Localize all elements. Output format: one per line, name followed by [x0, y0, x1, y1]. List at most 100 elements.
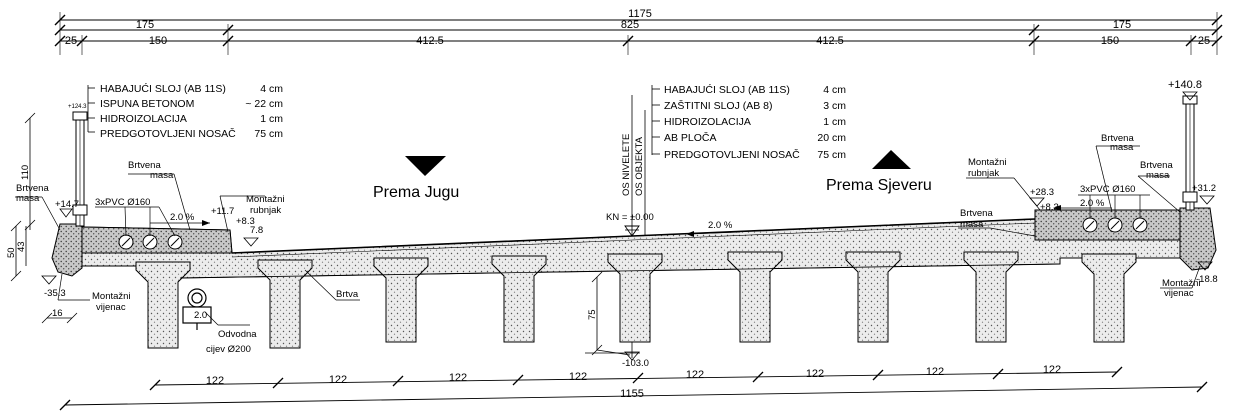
label-slope-left: 2.0 % — [170, 212, 195, 223]
left-leaders — [15, 173, 360, 326]
label-rubnjak-right-b: rubnjak — [968, 168, 999, 179]
label-rubnjak-right-a: Montažni — [968, 157, 1007, 168]
label-vijenac-right-b: vijenac — [1164, 288, 1194, 299]
top-dimensions — [54, 12, 1223, 55]
dim-spacing-8: 122 — [1043, 364, 1061, 376]
pipe-drop-label: 2.0 — [194, 310, 207, 321]
elev-left-edge: +14.7 — [55, 199, 79, 210]
layer-right-5-name: PREDGOTOVLJENI NOSAČ — [664, 148, 800, 161]
elev-left-curb2: +8.3 — [236, 216, 255, 227]
label-slope-center: 2.0 % — [708, 220, 733, 231]
south-direction-arrow-icon — [405, 156, 446, 176]
layer-left-4-name: PREDGOTOVLJENI NOSAČ — [100, 127, 236, 140]
label-vijenac-left-b: vijenac — [96, 302, 126, 313]
label-pipes-right: 3xPVC Ø160 — [1080, 184, 1135, 195]
label-vijenac-left-a: Montažni — [92, 291, 131, 302]
elev-left-bottom: -35.3 — [44, 288, 66, 299]
girder-flanges — [179, 263, 1061, 279]
dim-spacing-6: 122 — [806, 368, 824, 380]
right-pipes — [1082, 217, 1148, 233]
dim-right-cap: 175 — [1113, 19, 1131, 31]
label-brtvena-right2-a: Brtvena — [1140, 160, 1173, 171]
girder-depth-dim — [585, 271, 640, 356]
layer-right-1-value: 4 cm — [823, 84, 846, 96]
label-brtvena-right3-b: masa — [960, 219, 984, 230]
dim-left-height: 110 — [20, 165, 31, 180]
layer-left-4-value: 75 cm — [254, 128, 283, 140]
dim-left-height2: 50 — [6, 247, 17, 258]
layer-right-3-name: HIDROIZOLACIJA — [664, 116, 751, 128]
layer-left-3-value: 1 cm — [260, 113, 283, 125]
dim-spacing-1: 122 — [206, 375, 224, 387]
dim-spacing-5: 122 — [686, 369, 704, 381]
label-vijenac-right-a: Montažni — [1162, 278, 1201, 289]
elev-right-top-rail: +140.8 — [1168, 79, 1202, 91]
left-pipes — [118, 234, 183, 250]
label-odvodna-a: Odvodna — [218, 329, 257, 340]
axis-objekta-label: OS OBJEKTA — [634, 136, 645, 196]
elev-center-bottom: -103.0 — [622, 358, 649, 369]
dim-right-inner: 150 — [1101, 35, 1119, 47]
dim-spacing-2: 122 — [329, 374, 347, 386]
layer-right-3-value: 1 cm — [823, 116, 846, 128]
dim-cornice-width: 16 — [52, 308, 63, 319]
layer-right-5-value: 75 cm — [817, 149, 846, 161]
bottom-dimensions — [59, 366, 1208, 411]
elev-right-curb2: +8.3 — [1040, 202, 1059, 213]
label-brtvena-left2-b: masa — [150, 170, 174, 181]
dim-left-edge: 25 — [65, 35, 77, 47]
elev-right-bottom: -18.8 — [1196, 274, 1218, 285]
layer-right-4-name: AB PLOČA — [664, 131, 717, 144]
dim-center: 825 — [621, 19, 639, 31]
dim-total: 1175 — [628, 8, 652, 20]
label-odvodna-b: cijev Ø200 — [206, 344, 251, 355]
label-brtvena-right-a: Brtvena — [1101, 133, 1134, 144]
drain-pipe-icon — [182, 288, 212, 330]
label-rubnjak-left-b: rubnjak — [250, 205, 281, 216]
layers-right-leaders — [651, 85, 660, 155]
label-brtvena-right2-b: masa — [1146, 170, 1170, 181]
layers-left-leaders — [87, 85, 95, 133]
layer-right-2-value: 3 cm — [823, 100, 846, 112]
elev-right-curb: +28.3 — [1030, 187, 1054, 198]
layer-left-1-name: HABAJUĆI SLOJ (AB 11S) — [100, 82, 226, 95]
layer-left-2-value: ~ 22 cm — [245, 98, 283, 110]
label-rubnjak-left-a: Montažni — [246, 194, 285, 205]
dim-spacing-7: 122 — [926, 366, 944, 378]
axis-nivelete-label: OS NIVELETE — [621, 134, 632, 196]
dim-left-inner: 150 — [149, 35, 167, 47]
layer-left-2-name: ISPUNA BETONOM — [100, 98, 194, 110]
label-brtvena-right3-a: Brtvena — [960, 208, 993, 219]
dim-left-height3: 43 — [16, 241, 27, 252]
direction-south: Prema Jugu — [373, 184, 459, 201]
dim-spacing-3: 122 — [449, 372, 467, 384]
kn-elevation-marker-icon — [624, 225, 640, 237]
kn-label: KN = ±0.00 — [606, 212, 654, 223]
dim-left-half: 412.5 — [416, 35, 444, 47]
precast-girders — [135, 251, 1137, 349]
layer-right-4-value: 20 cm — [817, 132, 846, 144]
left-railing — [72, 111, 88, 227]
label-brtvena-right-b: masa — [1110, 142, 1134, 153]
label-pipes-left: 3xPVC Ø160 — [95, 197, 150, 208]
elev-left-top-rail: +124.3 — [68, 104, 87, 110]
elev-left-curb: +11.7 — [211, 206, 234, 217]
label-slope-right: 2.0 % — [1080, 198, 1105, 209]
elev-right-edge: +31.2 — [1192, 183, 1216, 194]
dim-right-half: 412.5 — [816, 35, 844, 47]
dim-bottom-total: 1155 — [620, 388, 644, 400]
layer-right-2-name: ZAŠTITNI SLOJ (AB 8) — [664, 99, 773, 112]
layer-left-3-name: HIDROIZOLACIJA — [100, 113, 187, 125]
label-brtva: Brtva — [336, 289, 359, 300]
direction-north: Prema Sjeveru — [826, 177, 932, 194]
label-brtvena-left-b: masa — [16, 193, 40, 204]
dim-spacing-4: 122 — [569, 371, 587, 383]
left-vertical-dims — [10, 112, 78, 324]
elev-left-curb3: 7.8 — [250, 225, 263, 236]
north-direction-arrow-icon — [872, 150, 911, 169]
label-brtvena-left-a: Brtvena — [16, 183, 49, 194]
dim-left-cap: 175 — [136, 19, 154, 31]
dim-right-edge: 25 — [1198, 35, 1210, 47]
layer-left-1-value: 4 cm — [260, 83, 283, 95]
